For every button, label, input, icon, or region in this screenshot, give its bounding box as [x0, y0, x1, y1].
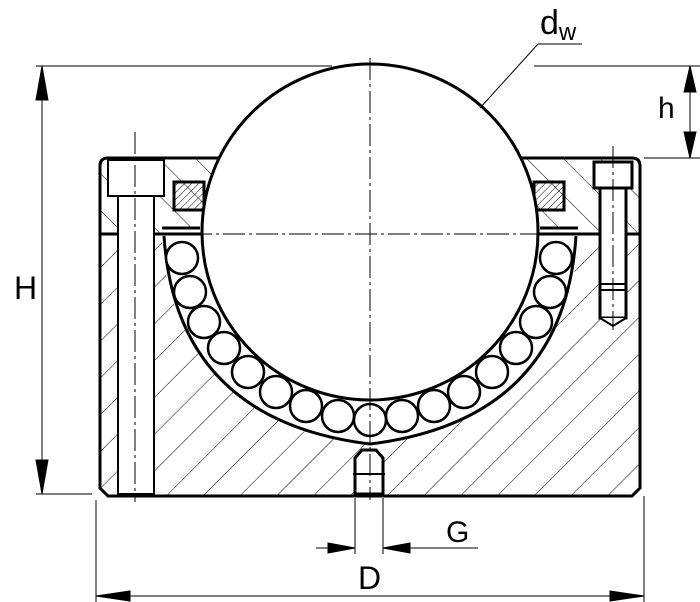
label-diameter-D: D	[358, 560, 382, 596]
label-ball-diameter: dw	[540, 6, 576, 45]
label-dw-main: d	[540, 4, 559, 42]
dimension-lines	[35, 43, 700, 602]
ball-race	[162, 226, 578, 446]
label-dw-sub: w	[558, 19, 577, 46]
label-height-H: H	[14, 270, 38, 306]
label-thread-G: G	[446, 516, 470, 549]
label-protrusion-h: h	[658, 92, 675, 125]
centre-lines	[134, 58, 614, 502]
support-balls	[164, 240, 574, 438]
